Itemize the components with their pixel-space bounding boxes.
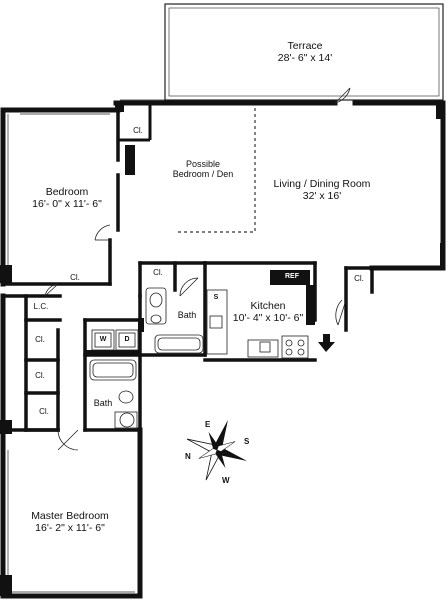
bath1-door xyxy=(179,277,199,297)
closet-a: Cl. xyxy=(35,335,45,344)
windows xyxy=(7,99,440,593)
exterior-walls xyxy=(0,100,446,599)
closet-entry: Cl. xyxy=(354,274,364,283)
bedroom-door xyxy=(94,224,111,241)
kitchen-name: Kitchen xyxy=(250,300,286,312)
living-dims: 32' x 16' xyxy=(302,190,342,203)
terrace-dims: 28'- 6" x 14' xyxy=(277,52,333,65)
compass-rose-icon xyxy=(186,419,248,481)
living-name: Living / Dining Room xyxy=(273,178,371,190)
bedroom-dims: 16'- 0" x 11'- 6" xyxy=(32,198,102,211)
kitchen-fixtures xyxy=(206,289,309,359)
dryer-label: D xyxy=(124,336,130,343)
lc-door xyxy=(44,283,59,297)
entry-arrow-icon xyxy=(318,334,335,352)
master-label: Master Bedroom 16'- 2" x 11'- 6" xyxy=(15,510,125,534)
terrace-label: Terrace 28'- 6" x 14' xyxy=(270,40,340,64)
den-label: Possible Bedroom / Den xyxy=(158,159,248,180)
kitchen-dims: 10'- 4" x 10'- 6" xyxy=(232,312,304,325)
sink-label: S xyxy=(213,294,219,301)
den-line2: Bedroom / Den xyxy=(172,169,234,180)
closet-b: Cl. xyxy=(35,371,45,380)
compass-e: E xyxy=(205,420,211,429)
linen-closet: L.C. xyxy=(33,302,49,311)
interior-walls xyxy=(1,108,374,432)
refrigerator-label: REF xyxy=(285,273,299,280)
master-dims: 16'- 2" x 11'- 6" xyxy=(35,522,105,535)
bath1-label: Bath xyxy=(172,310,202,320)
master-name: Master Bedroom xyxy=(31,510,109,522)
bath1-fixtures xyxy=(145,287,204,354)
bath2-fixtures xyxy=(89,359,138,429)
den-closet xyxy=(118,103,152,142)
bedroom-name: Bedroom xyxy=(45,186,89,198)
bath2-name: Bath xyxy=(93,398,113,408)
kitchen-label: Kitchen 10'- 4" x 10'- 6" xyxy=(227,300,309,324)
closet-bedroom: Cl. xyxy=(70,273,80,282)
wall-columns xyxy=(0,102,445,596)
closet-den: Cl. xyxy=(133,126,143,135)
bedroom-label: Bedroom 16'- 0" x 11'- 6" xyxy=(22,186,112,210)
laundry xyxy=(91,329,139,351)
living-label: Living / Dining Room 32' x 16' xyxy=(262,178,382,202)
compass-n: N xyxy=(185,452,191,461)
compass-s: S xyxy=(244,437,250,446)
master-door xyxy=(57,429,79,451)
den-line1: Possible xyxy=(185,159,221,169)
closet-bath: Cl. xyxy=(153,268,163,277)
bath2-label: Bath xyxy=(88,398,118,408)
terrace-door xyxy=(334,87,351,104)
bath1-name: Bath xyxy=(177,310,197,320)
entry-door xyxy=(335,299,347,326)
washer-label: W xyxy=(99,336,107,343)
compass-w: W xyxy=(222,476,230,485)
terrace-name: Terrace xyxy=(287,40,323,52)
closet-c: Cl. xyxy=(39,407,49,416)
